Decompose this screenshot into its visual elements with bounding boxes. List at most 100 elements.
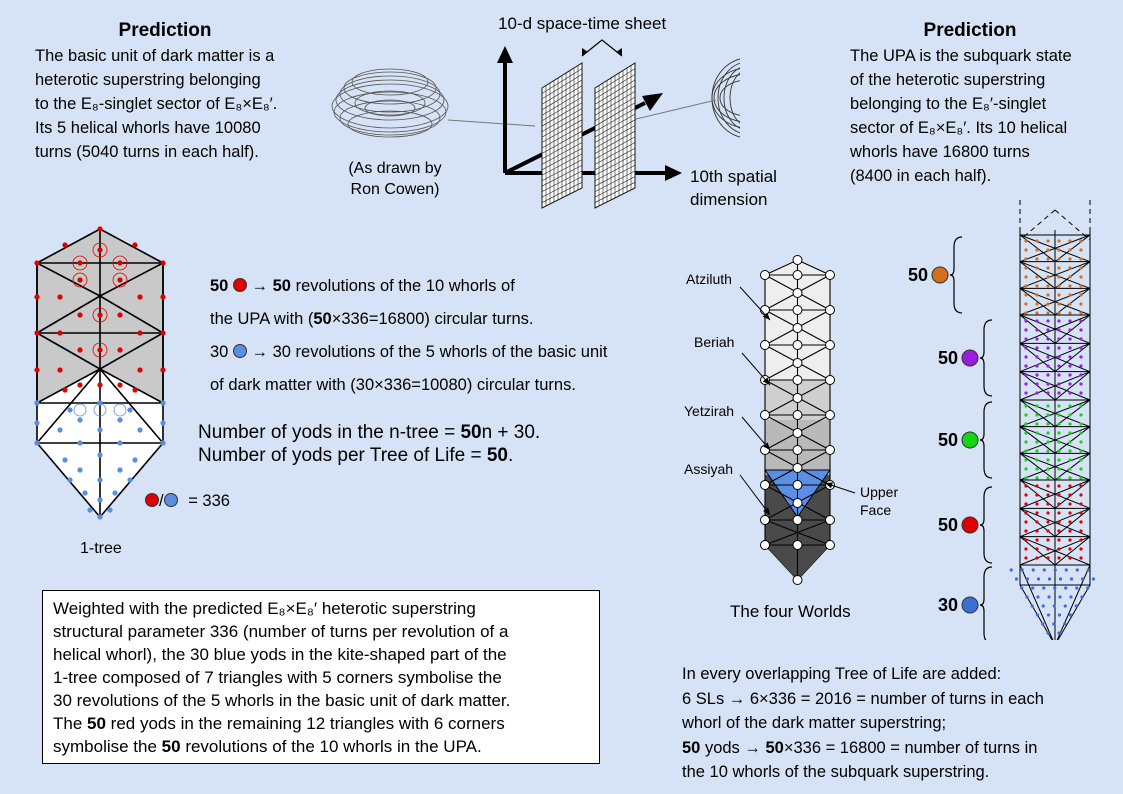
tower-yod <box>1035 346 1039 350</box>
equals-336: = 336 <box>188 492 230 510</box>
tower-yod <box>1031 568 1035 572</box>
blue-yod <box>127 407 133 413</box>
box-bold: 50 <box>87 714 106 733</box>
red-yod <box>117 312 123 318</box>
tower-yod <box>1057 355 1061 359</box>
tower-yod <box>1035 422 1039 426</box>
tower-yod <box>1079 239 1083 243</box>
tower-yod <box>1079 467 1083 471</box>
red-yod <box>117 260 123 266</box>
tower-yod <box>1079 311 1083 315</box>
bottom-line: the 10 whorls of the subquark superstrin… <box>682 763 990 781</box>
tower-yod <box>1068 355 1072 359</box>
red-yod <box>132 387 138 393</box>
upper-face-line: Upper <box>860 484 899 500</box>
tower-yod <box>1046 422 1050 426</box>
blue-yod-icon <box>232 344 247 358</box>
blue-yod <box>62 457 68 463</box>
sephirah-node <box>792 428 803 438</box>
yods-text4: . <box>507 445 514 466</box>
tower-yod <box>1046 373 1050 377</box>
sephirah-node <box>825 410 835 420</box>
box-line: Weighted with the predicted E₈×E₈′ heter… <box>53 597 589 620</box>
sephirah-node <box>825 540 835 550</box>
blue-yod <box>160 400 166 406</box>
tower-yod <box>1079 248 1083 252</box>
tower-yod <box>1035 440 1039 444</box>
tower-yod <box>1068 382 1072 386</box>
box-text: structural parameter 336 (number of turn… <box>53 622 509 641</box>
tower-yod <box>1079 529 1083 533</box>
tower-yod <box>1057 337 1061 341</box>
box-text: 30 revolutions of the 5 whorls in the ba… <box>53 691 511 710</box>
blue-yod <box>87 507 93 513</box>
bottom-text: ×336 = 16800 = number of turns in <box>783 738 1038 757</box>
blue-yod <box>97 452 103 458</box>
tower-yod <box>1046 337 1050 341</box>
tower-yod <box>1046 311 1050 315</box>
tower-yod <box>1035 248 1039 252</box>
blue-yod <box>67 407 73 413</box>
tower-yod <box>1024 311 1028 315</box>
blue-legend-text: → 30 revolutions of the 5 whorls of the … <box>246 343 608 361</box>
tower-yod <box>1024 413 1028 417</box>
tower-yod <box>1025 577 1030 581</box>
tower-yod <box>1036 595 1040 599</box>
blue-yod <box>107 507 113 513</box>
red-yod <box>77 277 83 283</box>
bottom-bold: 50 <box>765 738 784 757</box>
tower-yod <box>1057 476 1061 480</box>
tower-yod <box>1046 529 1050 533</box>
box-text: symbolise the <box>53 737 162 756</box>
tower-yod <box>1035 547 1039 551</box>
right-prediction-line: of the heterotic superstring <box>850 71 1046 89</box>
tower-yod <box>1079 520 1083 524</box>
red-legend-text3: ×336=16800) circular turns. <box>331 310 534 328</box>
tower-yod <box>1024 275 1028 279</box>
tower-yod <box>1057 556 1061 560</box>
tower-yod <box>1057 502 1061 506</box>
tower-yod <box>1046 382 1050 386</box>
red-yod <box>132 242 138 248</box>
sephirah-node <box>792 445 803 455</box>
tower-yod <box>1068 284 1072 288</box>
right-prediction-line: belonging to the E₈′-singlet <box>850 95 1047 113</box>
tower-yod <box>1079 484 1083 488</box>
world-label-assiyah: Assiyah <box>684 461 734 477</box>
tower-yod <box>1075 586 1079 590</box>
tower-yod <box>1086 568 1090 572</box>
tower-yod <box>1014 577 1019 581</box>
tower-yod <box>1046 631 1050 635</box>
tower-yod <box>1079 328 1083 332</box>
tower-yod <box>1079 382 1083 386</box>
tower-yod <box>1057 538 1061 542</box>
tower-yod <box>1035 431 1039 435</box>
yods-bold2: 50 <box>486 445 508 466</box>
tower-yod <box>1079 476 1083 480</box>
tower-yod <box>1035 413 1039 417</box>
tower-yod <box>1046 502 1050 506</box>
tower-yod <box>1068 391 1072 395</box>
red-yod <box>160 294 166 300</box>
tower-yod <box>1068 239 1072 243</box>
tower-yod <box>1058 595 1062 599</box>
blue-yod <box>97 497 103 503</box>
tower-yod <box>1057 529 1061 533</box>
red-yod <box>62 387 68 393</box>
sephirah-node <box>825 375 835 385</box>
red-yod <box>97 247 103 253</box>
right-prediction-line: whorls have 16800 turns <box>850 143 1030 161</box>
bottom-text: yods → <box>700 738 766 757</box>
box-line: 30 revolutions of the 5 whorls in the ba… <box>53 689 589 712</box>
tower-yod <box>1079 502 1083 506</box>
blue-yod <box>117 417 123 423</box>
tower-yod <box>1068 529 1072 533</box>
sephirah-node <box>760 340 770 350</box>
tower-yod <box>1057 257 1061 261</box>
red-yod <box>57 294 63 300</box>
red-yod <box>77 312 83 318</box>
tower-yod <box>1035 328 1039 332</box>
right-prediction-text: The UPA is the subquark state of the het… <box>850 44 1120 188</box>
box-text: red yods in the remaining 12 triangles w… <box>105 714 505 733</box>
